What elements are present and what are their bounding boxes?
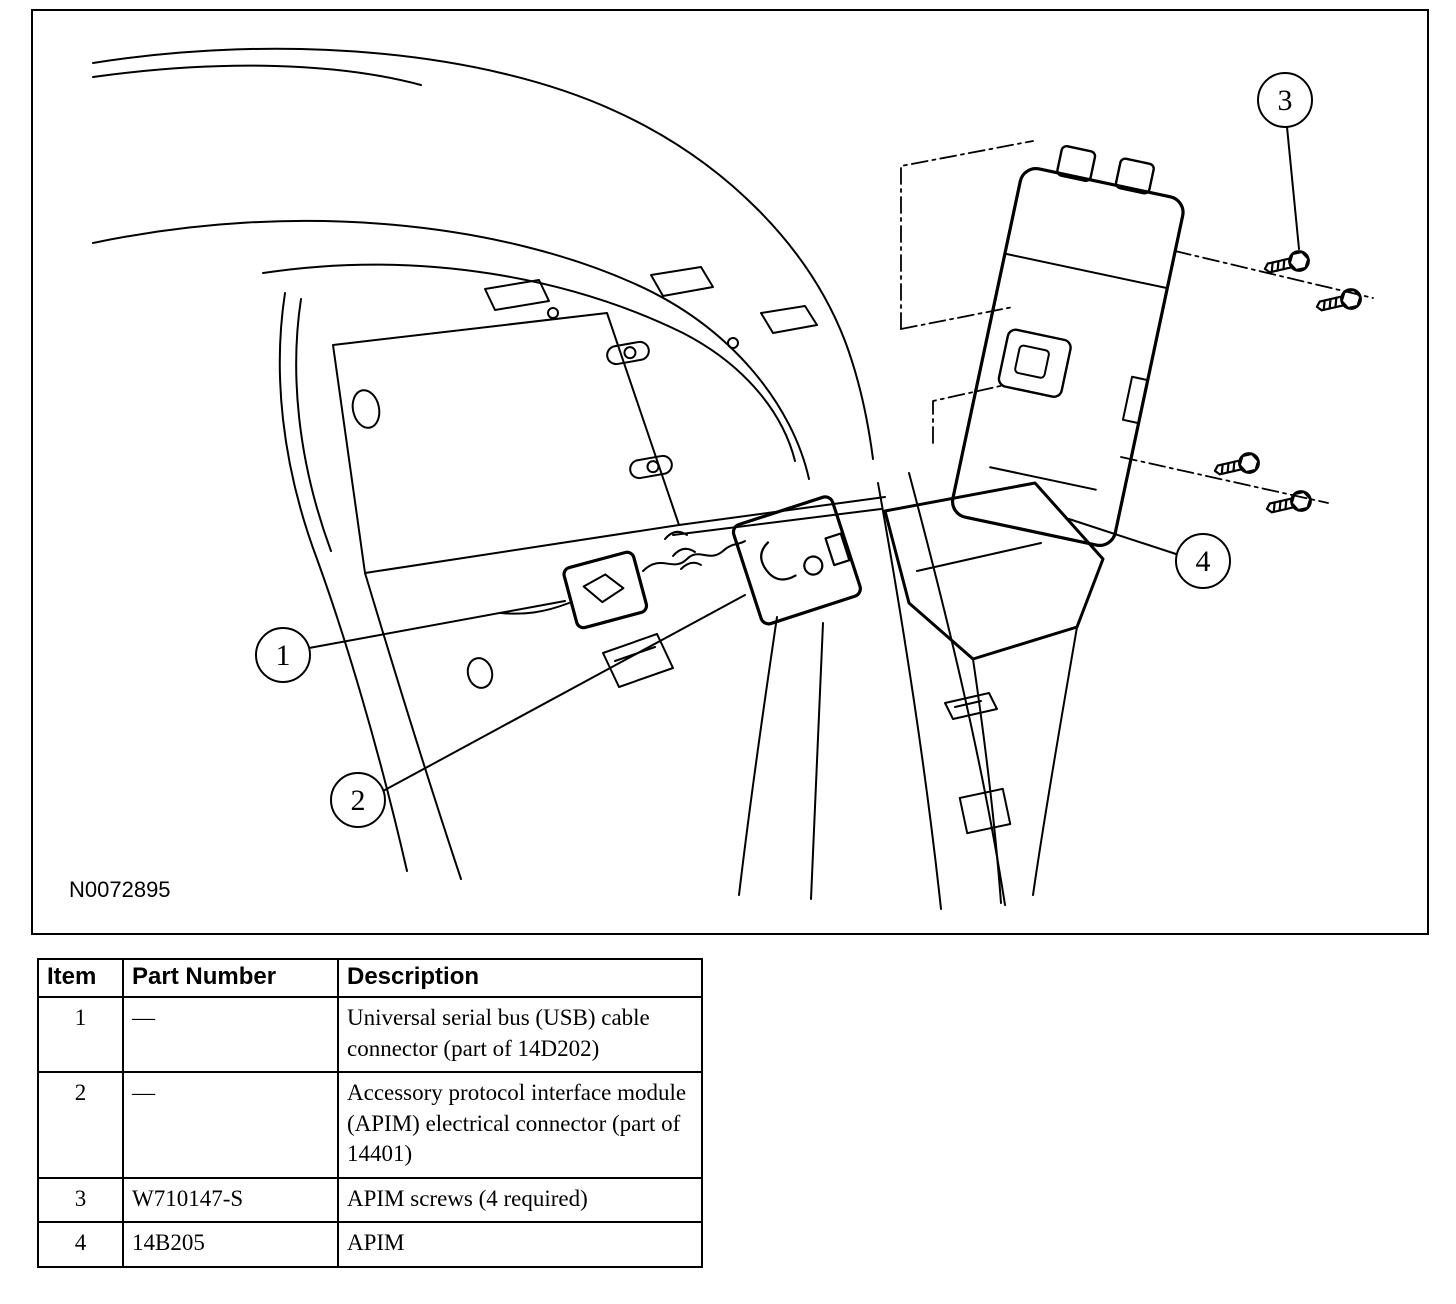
table-row: 4 14B205 APIM <box>37 1221 703 1269</box>
instrument-panel <box>278 292 886 880</box>
center-console <box>738 472 1105 910</box>
table-row: 1 — Universal serial bus (USB) cable con… <box>37 995 703 1074</box>
screw-icon <box>1313 286 1364 318</box>
figure-id-label: N0072895 <box>69 877 171 902</box>
callout-1: 1 <box>255 627 311 683</box>
cell-description: APIM screws (4 required) <box>337 1176 703 1224</box>
screw-icon <box>1263 488 1314 520</box>
callout-3: 3 <box>1257 72 1313 128</box>
cell-description: Accessory protocol interface module (API… <box>337 1071 703 1179</box>
callout-leader-lines <box>308 126 1300 792</box>
usb-cable-connector <box>562 550 649 630</box>
callout-2: 2 <box>330 772 386 828</box>
apim-module <box>950 145 1185 547</box>
cell-description: APIM <box>337 1221 703 1269</box>
cell-item: 2 <box>37 1071 124 1179</box>
table-row: 3 W710147-S APIM screws (4 required) <box>37 1176 703 1224</box>
cell-part-number: 14B205 <box>122 1221 339 1269</box>
apim-installation-diagram: 1 2 3 4 N0072895 <box>69 47 1374 910</box>
callouts: 1 2 3 4 <box>255 72 1313 828</box>
callout-4: 4 <box>1175 533 1231 589</box>
parts-table: Item Part Number Description 1 — Univers… <box>37 958 703 1269</box>
callout-4-number: 4 <box>1196 545 1211 578</box>
callout-2-number: 2 <box>351 784 366 817</box>
header-description: Description <box>337 958 703 998</box>
apim-electrical-connector <box>731 495 862 626</box>
defroster-vents <box>484 266 818 349</box>
callout-3-number: 3 <box>1278 84 1293 117</box>
table-row: 2 — Accessory protocol interface module … <box>37 1071 703 1179</box>
screw-icon <box>1211 450 1262 482</box>
table-header-row: Item Part Number Description <box>37 958 703 998</box>
cell-part-number: — <box>122 1071 339 1179</box>
diagram-frame: 1 2 3 4 N0072895 <box>31 9 1429 935</box>
header-part-number: Part Number <box>122 958 339 998</box>
cell-description: Universal serial bus (USB) cable connect… <box>337 995 703 1074</box>
cell-item: 3 <box>37 1176 124 1224</box>
cell-item: 1 <box>37 995 124 1074</box>
apim-screws <box>1211 248 1364 520</box>
cell-item: 4 <box>37 1221 124 1269</box>
mounting-centerlines <box>900 140 1374 504</box>
wire-harness <box>500 530 746 615</box>
cell-part-number: — <box>122 995 339 1074</box>
callout-1-number: 1 <box>276 639 291 672</box>
cell-part-number: W710147-S <box>122 1176 339 1224</box>
header-item: Item <box>37 958 124 998</box>
cowl-hood-lines <box>92 47 874 480</box>
